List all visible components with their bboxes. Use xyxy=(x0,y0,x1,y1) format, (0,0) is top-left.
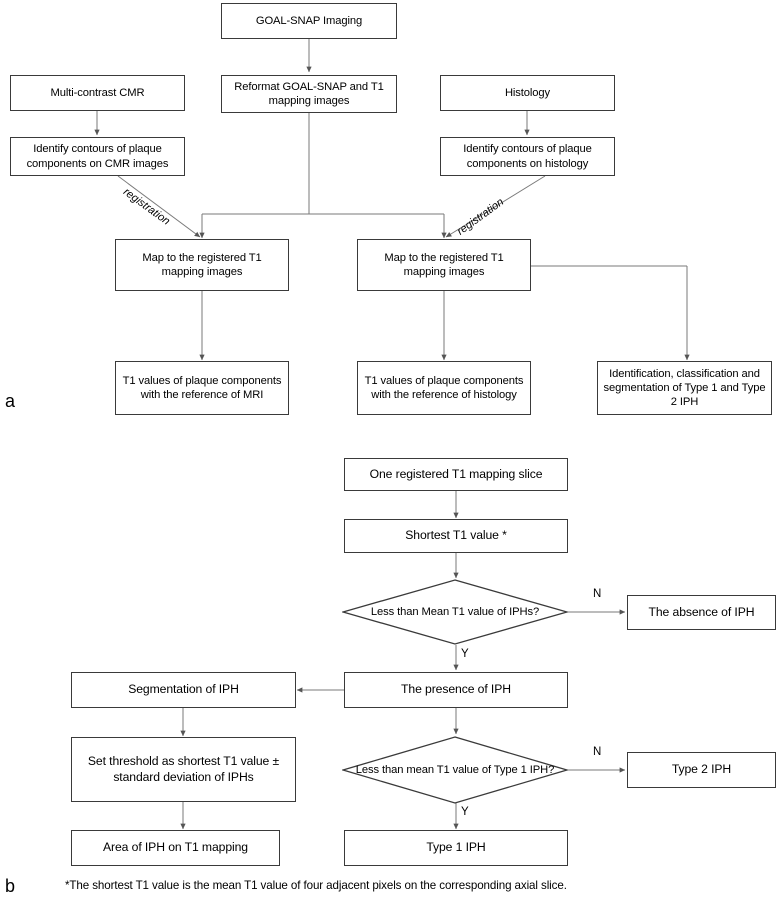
diamond-shape-2 xyxy=(342,736,568,804)
node-shortest-t1-value[interactable]: Shortest T1 value * xyxy=(344,519,568,553)
edge-label-registration-left: registration xyxy=(120,186,173,228)
node-reformat-goal-snap[interactable]: Reformat GOAL-SNAP and T1 mapping images xyxy=(221,75,397,113)
node-one-registered-slice[interactable]: One registered T1 mapping slice xyxy=(344,458,568,491)
decision-less-than-mean-t1-type1[interactable]: Less than mean T1 value of Type 1 IPH? xyxy=(342,736,568,804)
panel-a-letter: a xyxy=(5,391,16,411)
node-identification-classification-segmentation[interactable]: Identification, classification and segme… xyxy=(597,361,772,415)
node-type-2-iph[interactable]: Type 2 IPH xyxy=(627,752,776,788)
node-absence-of-iph[interactable]: The absence of IPH xyxy=(627,595,776,630)
node-area-of-iph[interactable]: Area of IPH on T1 mapping xyxy=(71,830,280,866)
node-t1-values-reference-histology[interactable]: T1 values of plaque components with the … xyxy=(357,361,531,415)
footnote-text: *The shortest T1 value is the mean T1 va… xyxy=(65,879,567,892)
decision-label-2: Less than mean T1 value of Type 1 IPH? xyxy=(355,763,555,776)
node-segmentation-of-iph[interactable]: Segmentation of IPH xyxy=(71,672,296,708)
node-map-registered-t1-right[interactable]: Map to the registered T1 mapping images xyxy=(357,239,531,291)
node-identify-contours-cmr[interactable]: Identify contours of plaque components o… xyxy=(10,137,185,176)
decision-label-1: Less than Mean T1 value of IPHs? xyxy=(370,605,540,618)
node-goal-snap-imaging[interactable]: GOAL-SNAP Imaging xyxy=(221,3,397,39)
branch-label-yes-1: Y xyxy=(461,648,469,660)
node-t1-values-reference-mri[interactable]: T1 values of plaque components with the … xyxy=(115,361,289,415)
decision-less-than-mean-t1-iph[interactable]: Less than Mean T1 value of IPHs? xyxy=(342,579,568,645)
node-histology[interactable]: Histology xyxy=(440,75,615,111)
node-set-threshold[interactable]: Set threshold as shortest T1 value ± sta… xyxy=(71,737,296,802)
branch-label-no-1: N xyxy=(593,588,602,600)
branch-label-yes-2: Y xyxy=(461,806,469,818)
edge-label-registration-right: registration xyxy=(455,196,507,238)
node-type-1-iph[interactable]: Type 1 IPH xyxy=(344,830,568,866)
node-presence-of-iph[interactable]: The presence of IPH xyxy=(344,672,568,708)
node-identify-contours-histology[interactable]: Identify contours of plaque components o… xyxy=(440,137,615,176)
panel-b-letter: b xyxy=(5,876,16,896)
branch-label-no-2: N xyxy=(593,746,602,758)
diamond-shape-1 xyxy=(342,579,568,645)
node-map-registered-t1-left[interactable]: Map to the registered T1 mapping images xyxy=(115,239,289,291)
node-multi-contrast-cmr[interactable]: Multi-contrast CMR xyxy=(10,75,185,111)
